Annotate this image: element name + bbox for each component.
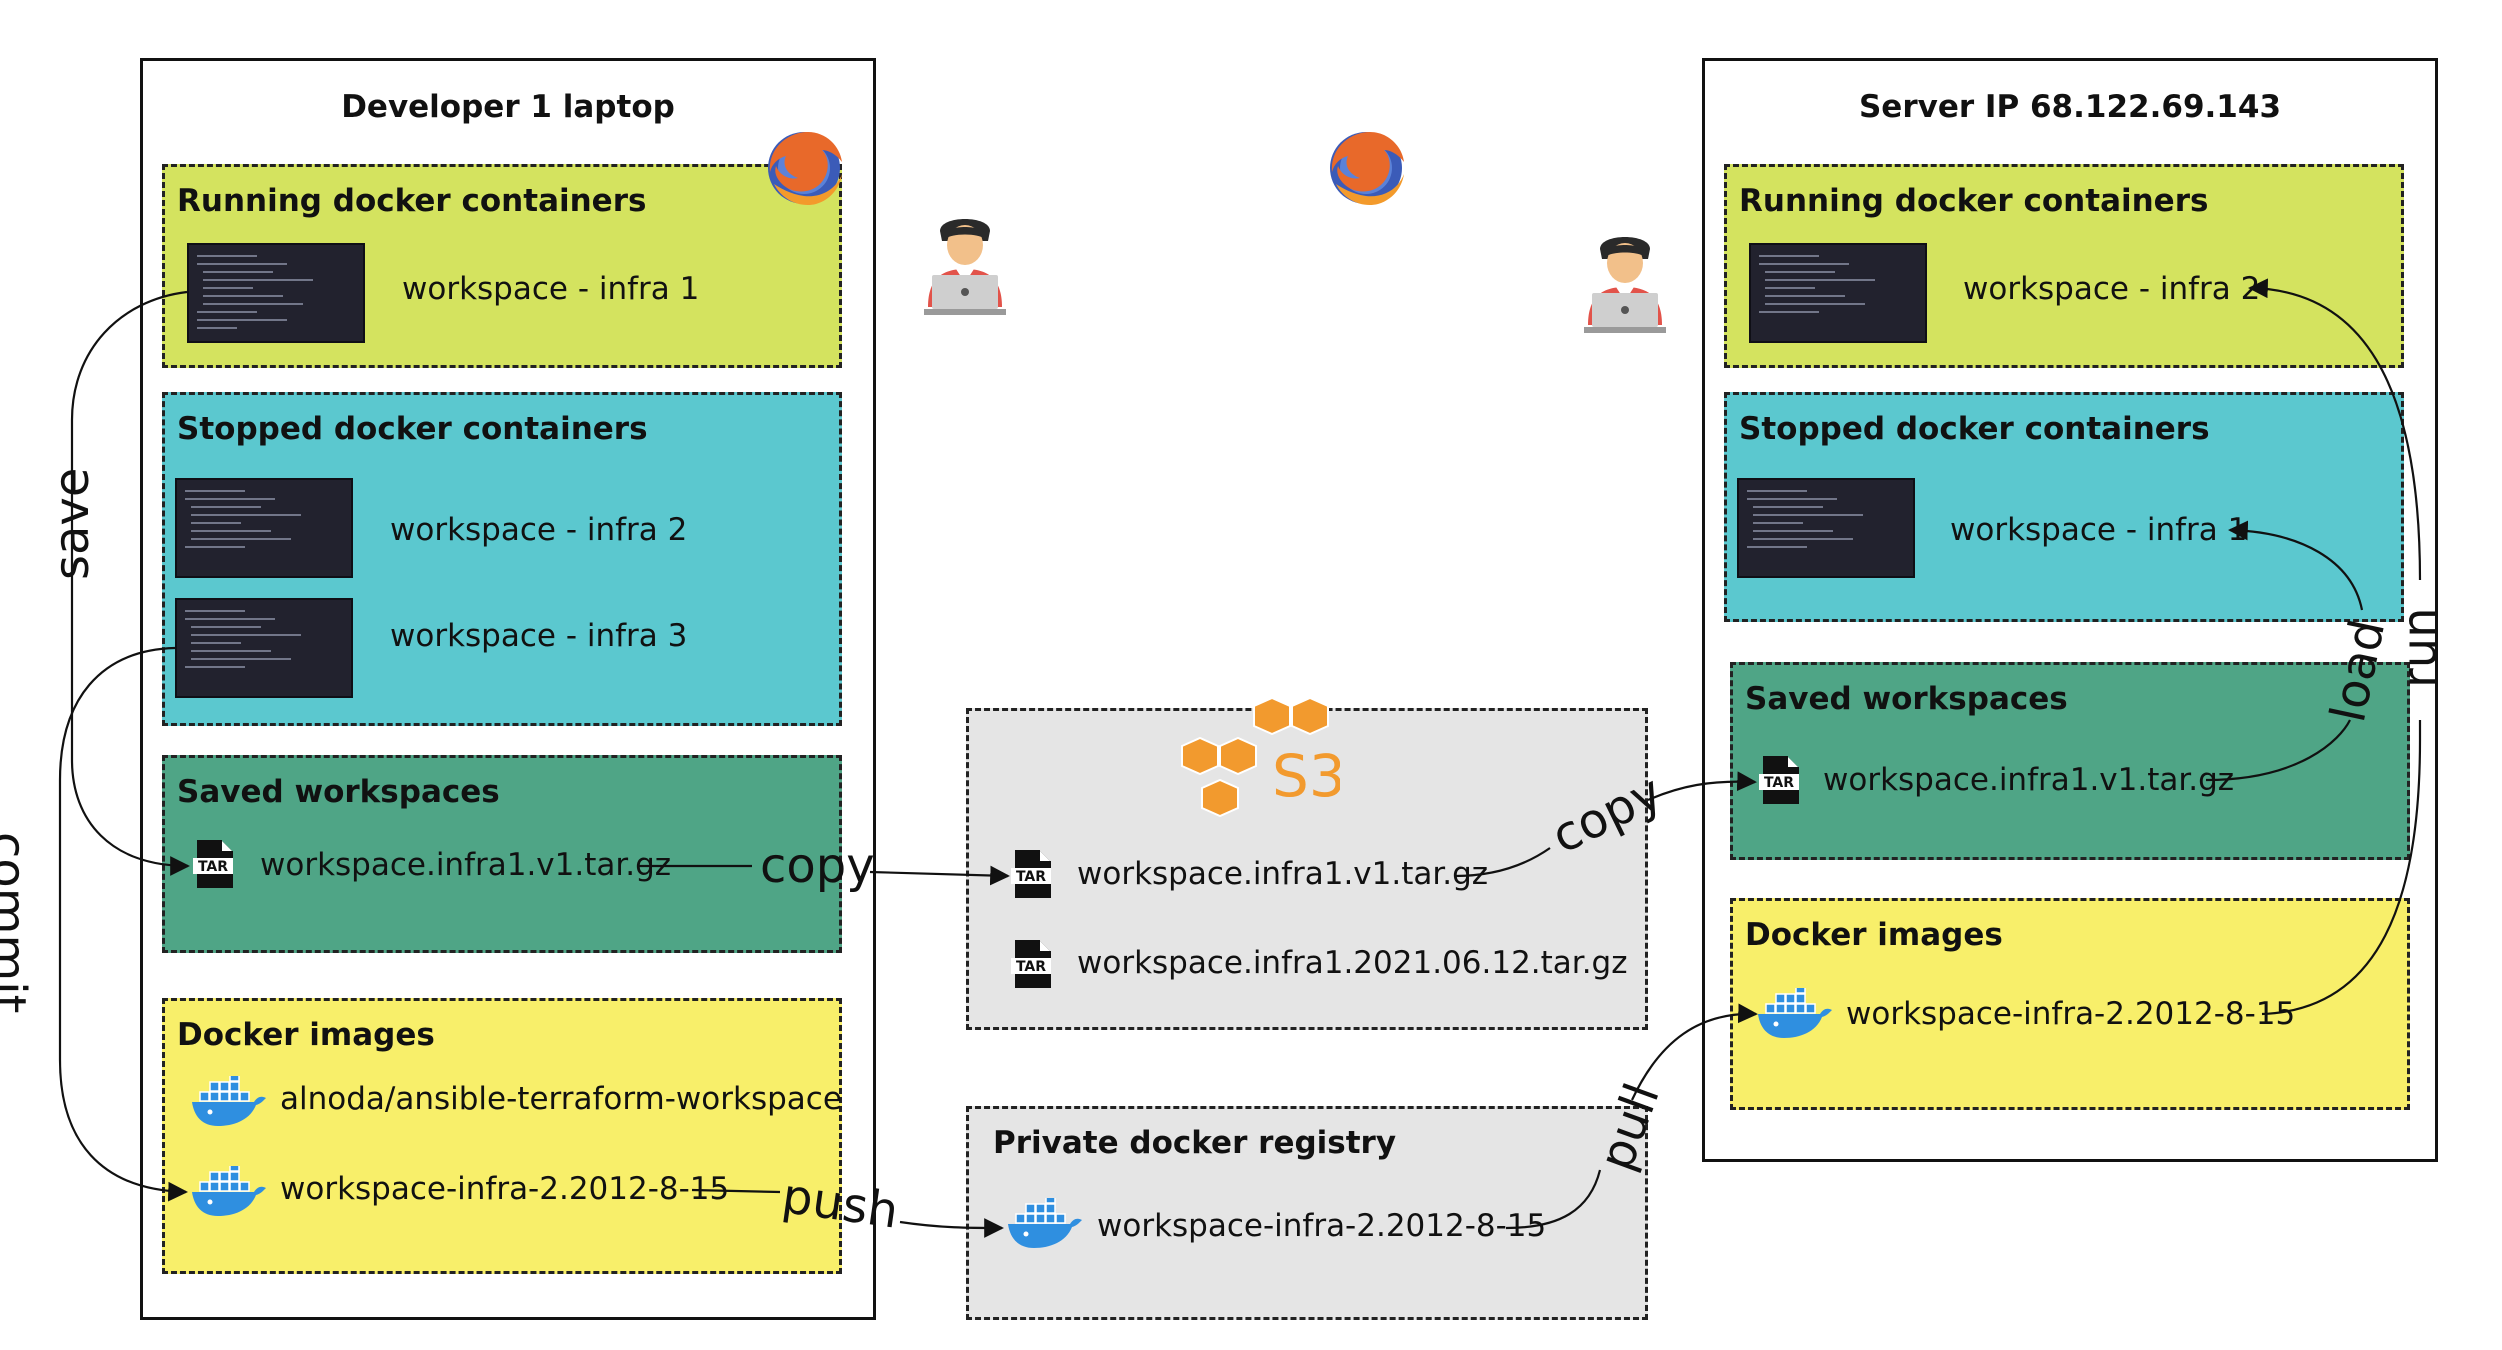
dev-saved-workspaces-title: Saved workspaces [177,774,500,810]
dev-running-container-screenshot[interactable] [187,243,365,343]
server-stopped-item[interactable]: workspace - infra 1 [1950,512,2248,548]
save-connector [70,290,190,876]
dev-stopped-container-screenshot-2[interactable] [175,598,353,698]
aws-s3-icon: S3 [1181,696,1340,818]
server-saved-workspaces-title: Saved workspaces [1745,681,2068,717]
load-connector [2205,530,2364,782]
private-registry-box: Private docker registry [966,1106,1648,1320]
save-label: save [44,467,100,580]
server-saved-workspaces-box: Saved workspaces [1730,662,2410,860]
developer-laptop-title: Developer 1 laptop [341,89,675,125]
server-docker-images-box: Docker images [1730,898,2410,1110]
commit-label: commit [0,832,36,1014]
copy-to-s3-connector [638,866,1008,876]
s3-item-2[interactable]: workspace.infra1.2021.06.12.tar.gz [1077,945,1628,981]
s3-bucket-box [966,708,1648,1030]
server-image-item[interactable]: workspace-infra-2.2012-8-15 [1846,996,2296,1032]
server-stopped-containers-title: Stopped docker containers [1739,411,2210,447]
dev-saved-workspaces-box: Saved workspaces [162,755,842,953]
pull-connector [1505,1014,1756,1230]
dev-running-item[interactable]: workspace - infra 1 [402,271,700,307]
dev-stopped-containers-title: Stopped docker containers [177,411,648,447]
server-running-containers-title: Running docker containers [1739,183,2209,219]
server-frame: Server IP 68.122.69.143 [1702,58,2438,1162]
dev-saved-item[interactable]: workspace.infra1.v1.tar.gz [260,847,672,883]
server-docker-images-title: Docker images [1745,917,2003,953]
dev-stopped-container-screenshot-1[interactable] [175,478,353,578]
copy-label-1: copy [760,838,875,894]
dev-image-item-2[interactable]: workspace-infra-2.2012-8-15 [280,1171,730,1207]
run-label: run [2392,607,2448,688]
push-label: push [778,1168,902,1240]
dev-docker-images-title: Docker images [177,1017,435,1053]
server-stopped-container-screenshot[interactable] [1737,478,1915,578]
s3-item-1[interactable]: workspace.infra1.v1.tar.gz [1077,856,1489,892]
run-connector [2250,288,2422,1016]
dev-stopped-item-2[interactable]: workspace - infra 3 [390,618,688,654]
dev-docker-images-box: Docker images [162,998,842,1274]
push-connector [691,1188,1002,1228]
server-running-container-screenshot[interactable] [1749,243,1927,343]
dev-stopped-item-1[interactable]: workspace - infra 2 [390,512,688,548]
dev-image-item-1[interactable]: alnoda/ansible-terraform-workspace [280,1081,842,1117]
dev-running-containers-title: Running docker containers [177,183,647,219]
commit-connector [58,646,188,1202]
server-saved-item[interactable]: workspace.infra1.v1.tar.gz [1823,762,2235,798]
private-registry-title: Private docker registry [993,1125,1397,1161]
copy-to-server-connector [1454,782,1755,878]
developer-laptop-frame: Developer 1 laptop [140,58,876,1320]
s3-logo-text: S3 [1272,742,1340,810]
server-running-item[interactable]: workspace - infra 2 [1963,271,2261,307]
registry-item[interactable]: workspace-infra-2.2012-8-15 [1097,1208,1547,1244]
server-title: Server IP 68.122.69.143 [1858,89,2282,125]
